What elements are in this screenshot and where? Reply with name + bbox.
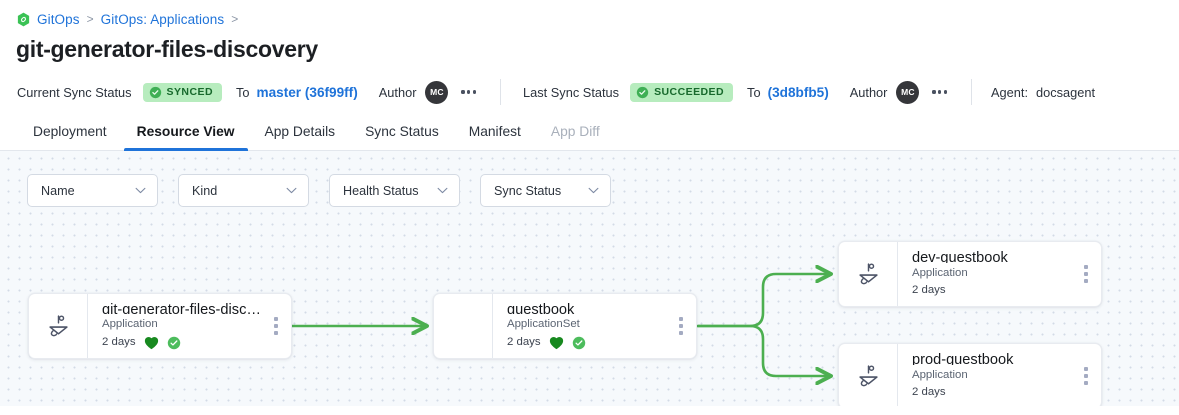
node-icon-wrapper (434, 294, 492, 358)
chevron-down-icon (135, 187, 146, 194)
filter-health-status[interactable]: Health Status (329, 174, 460, 207)
argo-application-icon (48, 314, 68, 336)
breadcrumb-separator: > (231, 12, 239, 26)
current-author-avatar[interactable]: MC (425, 80, 449, 104)
current-author-label: Author (378, 84, 417, 100)
synced-check-icon (167, 336, 180, 350)
filter-name-label: Name (41, 183, 75, 198)
check-circle-icon (149, 86, 161, 98)
node-title: prod-guestbook (912, 352, 1014, 365)
gitops-hex-link-icon (17, 12, 30, 26)
last-to-label: To (747, 84, 761, 100)
node-title: git-generator-files-disco... (102, 302, 261, 315)
chevron-down-icon (437, 187, 448, 194)
node-more-options-icon[interactable] (1071, 242, 1101, 306)
tab-manifest[interactable]: Manifest (468, 124, 521, 140)
filter-sync-status[interactable]: Sync Status (480, 174, 611, 207)
filter-name[interactable]: Name (27, 174, 158, 207)
current-to-label: To (235, 84, 250, 100)
node-age: 2 days (912, 386, 946, 399)
graph-node-dev-guestbook[interactable]: dev-guestbook Application 2 days (838, 241, 1102, 307)
breadcrumb-item-gitops-applications[interactable]: GitOps: Applications (100, 11, 225, 27)
node-body: dev-guestbook Application 2 days (897, 242, 1071, 306)
breadcrumb-separator: > (86, 12, 94, 26)
tab-bar: Deployment Resource View App Details Syn… (0, 111, 1179, 151)
status-strip: Current Sync Status SYNCED To master (36… (0, 73, 1179, 111)
node-meta: 2 days (507, 336, 666, 350)
filter-kind-label: Kind (192, 183, 218, 198)
current-revision-link[interactable]: master (36f99ff) (256, 84, 358, 100)
node-kind: Application (912, 368, 968, 381)
current-more-options-icon[interactable] (459, 86, 478, 97)
chevron-down-icon (286, 187, 297, 194)
agent-label: Agent: (991, 84, 1029, 100)
node-icon-wrapper (29, 294, 87, 358)
tab-sync-status[interactable]: Sync Status (365, 124, 439, 140)
page-title: git-generator-files-discovery (16, 36, 318, 62)
divider (500, 79, 502, 105)
node-age: 2 days (507, 336, 541, 349)
node-title: guestbook (507, 302, 575, 315)
edge-appset-to-prod (696, 324, 830, 376)
tab-deployment[interactable]: Deployment (33, 124, 107, 140)
last-more-options-icon[interactable] (930, 86, 949, 97)
graph-node-appset[interactable]: guestbook ApplicationSet 2 days (433, 293, 697, 359)
healthy-heart-icon (144, 337, 158, 350)
last-revision-link[interactable]: (3d8bfb5) (767, 84, 829, 100)
node-more-options-icon[interactable] (666, 294, 696, 358)
edge-appset-to-dev (696, 274, 830, 328)
last-author-label: Author (849, 84, 888, 100)
tab-resource-view[interactable]: Resource View (122, 125, 250, 151)
node-icon-wrapper (839, 242, 897, 306)
tab-app-details[interactable]: App Details (264, 124, 336, 140)
last-sync-status-label: Last Sync Status (523, 84, 620, 100)
node-age: 2 days (102, 336, 136, 349)
agent-value: docsagent (1036, 84, 1096, 100)
breadcrumb: GitOps > GitOps: Applications > (0, 0, 1179, 28)
tab-app-diff: App Diff (550, 124, 600, 140)
filter-bar: Name Kind Health Status Sync Status (27, 174, 611, 207)
node-title: dev-guestbook (912, 250, 1008, 263)
node-kind: ApplicationSet (507, 318, 580, 331)
node-meta: 2 days (912, 386, 1071, 400)
filter-sync-status-label: Sync Status (494, 183, 562, 198)
argo-application-icon (858, 262, 878, 284)
node-body: prod-guestbook Application 2 days (897, 344, 1071, 406)
last-sync-status-badge-text: SUCCEEDED (654, 86, 725, 98)
node-kind: Application (102, 318, 158, 331)
node-body: guestbook ApplicationSet 2 days (492, 294, 666, 358)
last-author-avatar[interactable]: MC (896, 80, 920, 104)
synced-check-icon (572, 336, 585, 350)
argo-application-icon (858, 364, 878, 386)
divider (971, 79, 973, 105)
node-body: git-generator-files-disco... Application… (87, 294, 261, 358)
node-more-options-icon[interactable] (261, 294, 291, 358)
node-more-options-icon[interactable] (1071, 344, 1101, 406)
filter-health-status-label: Health Status (343, 183, 419, 198)
chevron-down-icon (588, 187, 599, 194)
node-meta: 2 days (912, 284, 1071, 298)
node-age: 2 days (912, 284, 946, 297)
node-icon-wrapper (839, 344, 897, 406)
check-circle-icon (636, 86, 649, 98)
breadcrumb-item-gitops[interactable]: GitOps (37, 11, 80, 27)
node-meta: 2 days (102, 336, 261, 350)
current-sync-status-label: Current Sync Status (17, 84, 132, 100)
current-sync-status-badge-text: SYNCED (166, 86, 213, 98)
graph-node-prod-guestbook[interactable]: prod-guestbook Application 2 days (838, 343, 1102, 406)
current-sync-status-badge: SYNCED (142, 82, 222, 102)
filter-kind[interactable]: Kind (178, 174, 309, 207)
healthy-heart-icon (549, 337, 563, 350)
resource-graph-canvas[interactable]: Name Kind Health Status Sync Status (0, 151, 1179, 406)
graph-node-root[interactable]: git-generator-files-disco... Application… (28, 293, 292, 359)
last-sync-status-badge: SUCCEEDED (630, 82, 734, 102)
node-kind: Application (912, 266, 968, 279)
